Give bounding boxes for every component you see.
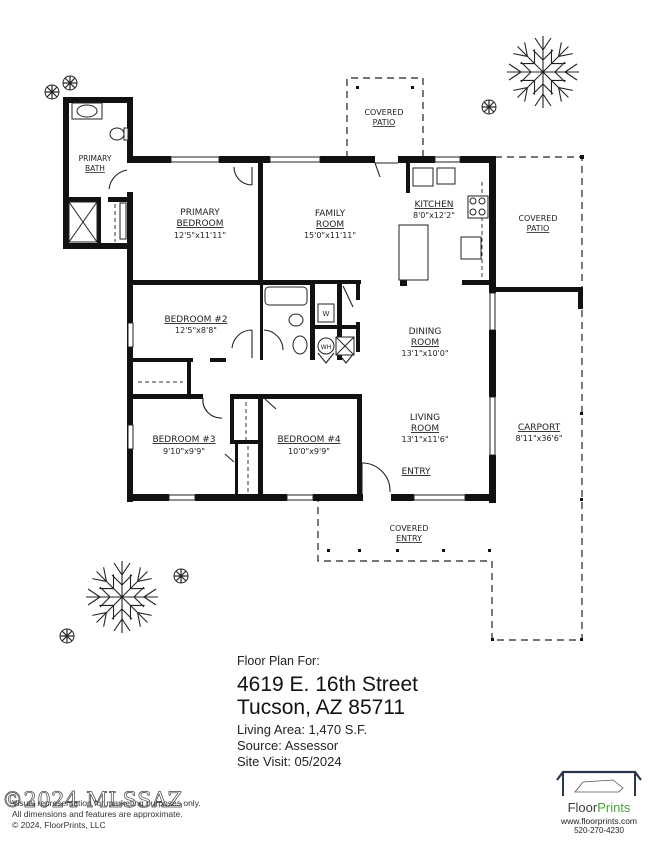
- room-covered-patio-side-line2: PATIO: [527, 224, 550, 233]
- room-carport-dims: 8'11"x36'6": [515, 434, 562, 443]
- room-bedroom-2-dims: 12'5"x8'8": [175, 326, 217, 335]
- room-covered-patio-side-line1: COVERED: [518, 214, 557, 223]
- property-info: Floor Plan For: 4619 E. 16th Street Tucs…: [237, 655, 418, 768]
- washer-icon: [317, 303, 335, 323]
- shrub-icon: [62, 75, 78, 91]
- room-bedroom-3-dims: 9'10"x9'9": [163, 447, 205, 456]
- disclaimer-line1: Visual representation for marketing purp…: [12, 798, 201, 808]
- water-heater-icon: [317, 337, 335, 355]
- address-line1: 4619 E. 16th Street: [237, 672, 418, 696]
- room-kitchen-label: KITCHEN: [415, 200, 454, 210]
- room-covered-patio-rear-line2: PATIO: [373, 118, 396, 127]
- site-visit: Site Visit: 05/2024: [237, 753, 342, 769]
- logo-name: FloorPrints: [567, 800, 631, 815]
- room-entry-label: ENTRY: [401, 467, 431, 477]
- floorprints-logo: FloorPrints www.floorprints.com 520-270-…: [553, 768, 645, 835]
- room-primary-bath-line1: PRIMARY: [79, 154, 112, 163]
- floor-plan-heading: Floor Plan For:: [237, 654, 320, 668]
- room-living-dims: 13'1"x11'6": [401, 435, 448, 444]
- mls-watermark: ©2024 MLSSAZ: [2, 788, 183, 813]
- room-dining-line1: DINING: [409, 327, 442, 337]
- windows: [119, 156, 496, 501]
- room-bedroom-4-dims: 10'0"x9'9": [288, 447, 330, 456]
- disclaimer-line2: All dimensions and features are approxim…: [12, 809, 183, 819]
- room-covered-entry-line2: ENTRY: [396, 534, 422, 543]
- room-living-line1: LIVING: [410, 413, 440, 423]
- washer-label: W: [323, 310, 330, 318]
- room-primary-bedroom-line2: BEDROOM: [177, 219, 224, 229]
- fixtures: [68, 102, 489, 356]
- room-living-line2: ROOM: [411, 424, 439, 434]
- room-primary-bedroom-dims: 12'5"x11'11": [174, 231, 226, 240]
- room-kitchen-dims: 8'0"x12'2": [413, 211, 455, 220]
- copyright: © 2024, FloorPrints, LLC: [12, 820, 106, 830]
- tree-icon: [85, 560, 159, 634]
- room-primary-bath-line2: BATH: [85, 164, 105, 173]
- address-line2: Tucson, AZ 85711: [237, 695, 406, 719]
- disclaimer: Visual representation for marketing purp…: [12, 798, 201, 831]
- room-covered-entry-line1: COVERED: [389, 524, 428, 533]
- room-family-dims: 15'0"x11'11": [304, 231, 356, 240]
- room-bedroom-4-label: BEDROOM #4: [277, 435, 340, 445]
- source: Source: Assessor: [237, 737, 339, 753]
- toilet-icon: [109, 127, 125, 141]
- room-covered-patio-rear-line1: COVERED: [364, 108, 403, 117]
- shrub-icon: [59, 628, 75, 644]
- logo-website: www.floorprints.com: [560, 816, 638, 826]
- room-bedroom-3-label: BEDROOM #3: [152, 435, 215, 445]
- room-carport-label: CARPORT: [518, 423, 561, 433]
- bathtub-icon: [264, 286, 308, 306]
- room-family-line2: ROOM: [316, 220, 344, 230]
- shrub-icon: [481, 99, 497, 115]
- room-dining-dims: 13'1"x10'0": [401, 349, 448, 358]
- kitchen-island: [398, 224, 429, 281]
- shrub-icon: [173, 568, 189, 584]
- tree-icon: [506, 35, 580, 109]
- room-dining-line2: ROOM: [411, 338, 439, 348]
- room-family-line1: FAMILY: [315, 209, 346, 219]
- room-labels: PRIMARY BATH PRIMARY BEDROOM 12'5"x11'11…: [79, 108, 563, 543]
- room-bedroom-2-label: BEDROOM #2: [164, 315, 227, 325]
- doors: [108, 162, 398, 494]
- room-primary-bedroom-line1: PRIMARY: [180, 208, 220, 218]
- living-area: Living Area: 1,470 S.F.: [237, 721, 368, 737]
- house-roof-icon: [556, 770, 642, 796]
- shrub-icon: [44, 84, 60, 100]
- water-heater-label: WH: [321, 344, 331, 351]
- logo-phone: 520-270-4230: [574, 826, 624, 835]
- walls: [63, 97, 583, 503]
